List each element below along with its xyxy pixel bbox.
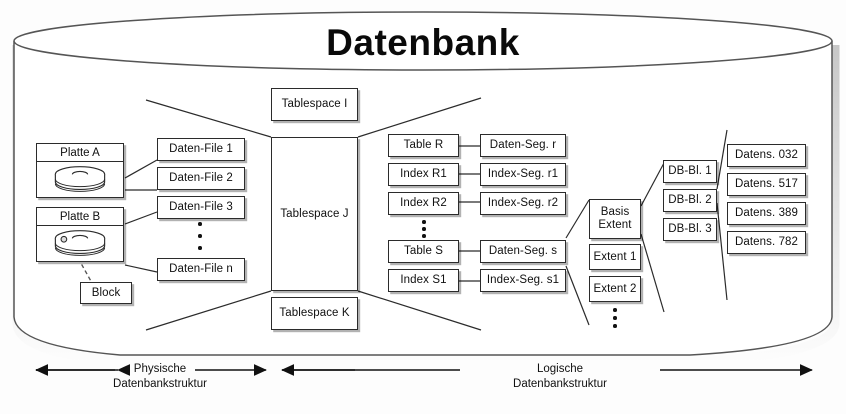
object-index-r2[interactable]: Index R2 xyxy=(388,192,459,215)
extents-ellipsis xyxy=(611,308,619,328)
axis-label-logical-line1: Logische xyxy=(536,363,584,375)
record-782[interactable]: Datens. 782 xyxy=(727,231,806,254)
connector-object-to-segment xyxy=(459,145,480,282)
data-files-ellipsis xyxy=(196,222,204,250)
data-file-1[interactable]: Daten-File 1 xyxy=(157,138,245,161)
disk-platte-a-icon xyxy=(37,162,123,198)
segment-index-r1[interactable]: Index-Seg. r1 xyxy=(480,163,566,186)
data-file-3[interactable]: Daten-File 3 xyxy=(157,196,245,219)
page-title: Datenbank xyxy=(326,22,520,63)
axis-label-logical-line2: Datenbankstruktur xyxy=(513,377,607,390)
axis-label-logical: Logische Datenbankstruktur xyxy=(470,362,650,392)
disk-platte-a[interactable]: Platte A xyxy=(36,143,124,198)
object-table-s[interactable]: Table S xyxy=(388,240,459,263)
object-index-s1[interactable]: Index S1 xyxy=(388,269,459,292)
disk-platte-b-icon xyxy=(37,226,123,262)
cylinder-top-ellipse xyxy=(13,11,833,71)
tablespace-j[interactable]: Tablespace J xyxy=(271,137,358,291)
extent-basis-line2: Extent xyxy=(598,219,632,231)
tablespace-i[interactable]: Tablespace I xyxy=(271,88,358,121)
tablespace-k[interactable]: Tablespace K xyxy=(271,297,358,330)
db-block-2[interactable]: DB-Bl. 2 xyxy=(663,189,717,212)
record-389[interactable]: Datens. 389 xyxy=(727,202,806,225)
connector-dbblock-to-records xyxy=(716,129,728,301)
db-block-1[interactable]: DB-Bl. 1 xyxy=(663,160,717,183)
block-box[interactable]: Block xyxy=(80,282,132,304)
record-517[interactable]: Datens. 517 xyxy=(727,173,806,196)
disk-platte-b[interactable]: Platte B xyxy=(36,207,124,262)
axis-label-physical-line1: Physische xyxy=(133,363,187,375)
connector-files-to-tablespace xyxy=(145,99,272,331)
objects-ellipsis xyxy=(420,220,428,238)
segment-daten-r[interactable]: Daten-Seg. r xyxy=(480,134,566,157)
data-file-2[interactable]: Daten-File 2 xyxy=(157,167,245,190)
extent-basis-line1: Basis xyxy=(600,206,630,219)
extent-2[interactable]: Extent 2 xyxy=(589,276,641,302)
extent-basis[interactable]: Basis Extent xyxy=(589,199,641,239)
cylinder-shadow xyxy=(12,45,840,367)
record-032[interactable]: Datens. 032 xyxy=(727,144,806,167)
object-index-r1[interactable]: Index R1 xyxy=(388,163,459,186)
object-table-r[interactable]: Table R xyxy=(388,134,459,157)
data-file-n[interactable]: Daten-File n xyxy=(157,258,245,281)
segment-index-r2[interactable]: Index-Seg. r2 xyxy=(480,192,566,215)
axis-label-physical: Physische Datenbankstruktur xyxy=(95,362,225,392)
segment-index-s1[interactable]: Index-Seg. s1 xyxy=(480,269,566,292)
connector-tablespace-to-objects xyxy=(357,97,482,331)
segment-daten-s[interactable]: Daten-Seg. s xyxy=(480,240,566,263)
disk-platte-a-label: Platte A xyxy=(37,144,123,162)
extent-1[interactable]: Extent 1 xyxy=(589,244,641,270)
axis-label-physical-line2: Datenbankstruktur xyxy=(113,377,207,390)
db-block-3[interactable]: DB-Bl. 3 xyxy=(663,218,717,241)
connector-segment-to-extents xyxy=(565,199,590,326)
connector-extent-to-dbblocks xyxy=(640,162,665,313)
disk-platte-b-label: Platte B xyxy=(37,208,123,226)
connector-disk-to-files xyxy=(124,159,158,273)
